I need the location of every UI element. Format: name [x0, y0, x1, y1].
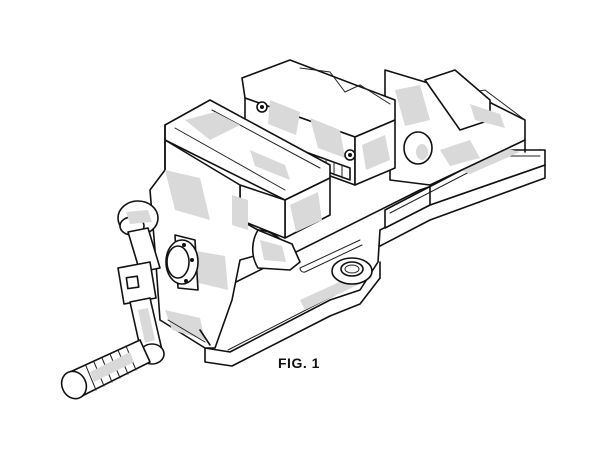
fixed-jaw-body — [149, 99, 331, 349]
screw-bearing-hub — [165, 234, 199, 291]
fixed-jaw-flange — [167, 319, 211, 346]
crank-handle — [60, 200, 165, 400]
jaw-round-boss — [403, 131, 433, 165]
mounting-bolt-hole — [331, 257, 373, 285]
jaw-plate-screw-left — [256, 101, 268, 113]
figure-label: FIG. 1 — [278, 355, 320, 371]
jaw-plate-screw-right — [344, 149, 356, 161]
movable-jaw-body — [384, 69, 526, 206]
